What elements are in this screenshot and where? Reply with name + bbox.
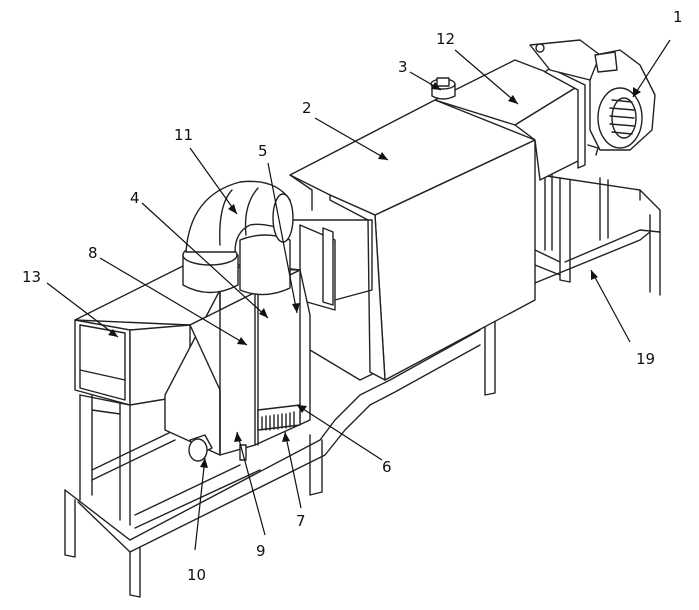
callout-19: 19: [636, 350, 655, 368]
callout-9: 9: [256, 542, 266, 560]
callout-10: 10: [187, 566, 206, 584]
callout-7: 7: [296, 512, 306, 530]
callout-11: 11: [174, 126, 193, 144]
callout-13: 13: [22, 268, 41, 286]
elbow-pipe: [183, 181, 293, 294]
callout-4: 4: [130, 189, 140, 207]
callout-5: 5: [258, 142, 268, 160]
callout-3: 3: [398, 58, 408, 76]
callout-6: 6: [382, 458, 392, 476]
callout-1: 1: [673, 8, 683, 26]
callout-8: 8: [88, 244, 98, 262]
callout-12: 12: [436, 30, 455, 48]
callout-2: 2: [302, 99, 312, 117]
bottom-filter: [258, 405, 300, 430]
